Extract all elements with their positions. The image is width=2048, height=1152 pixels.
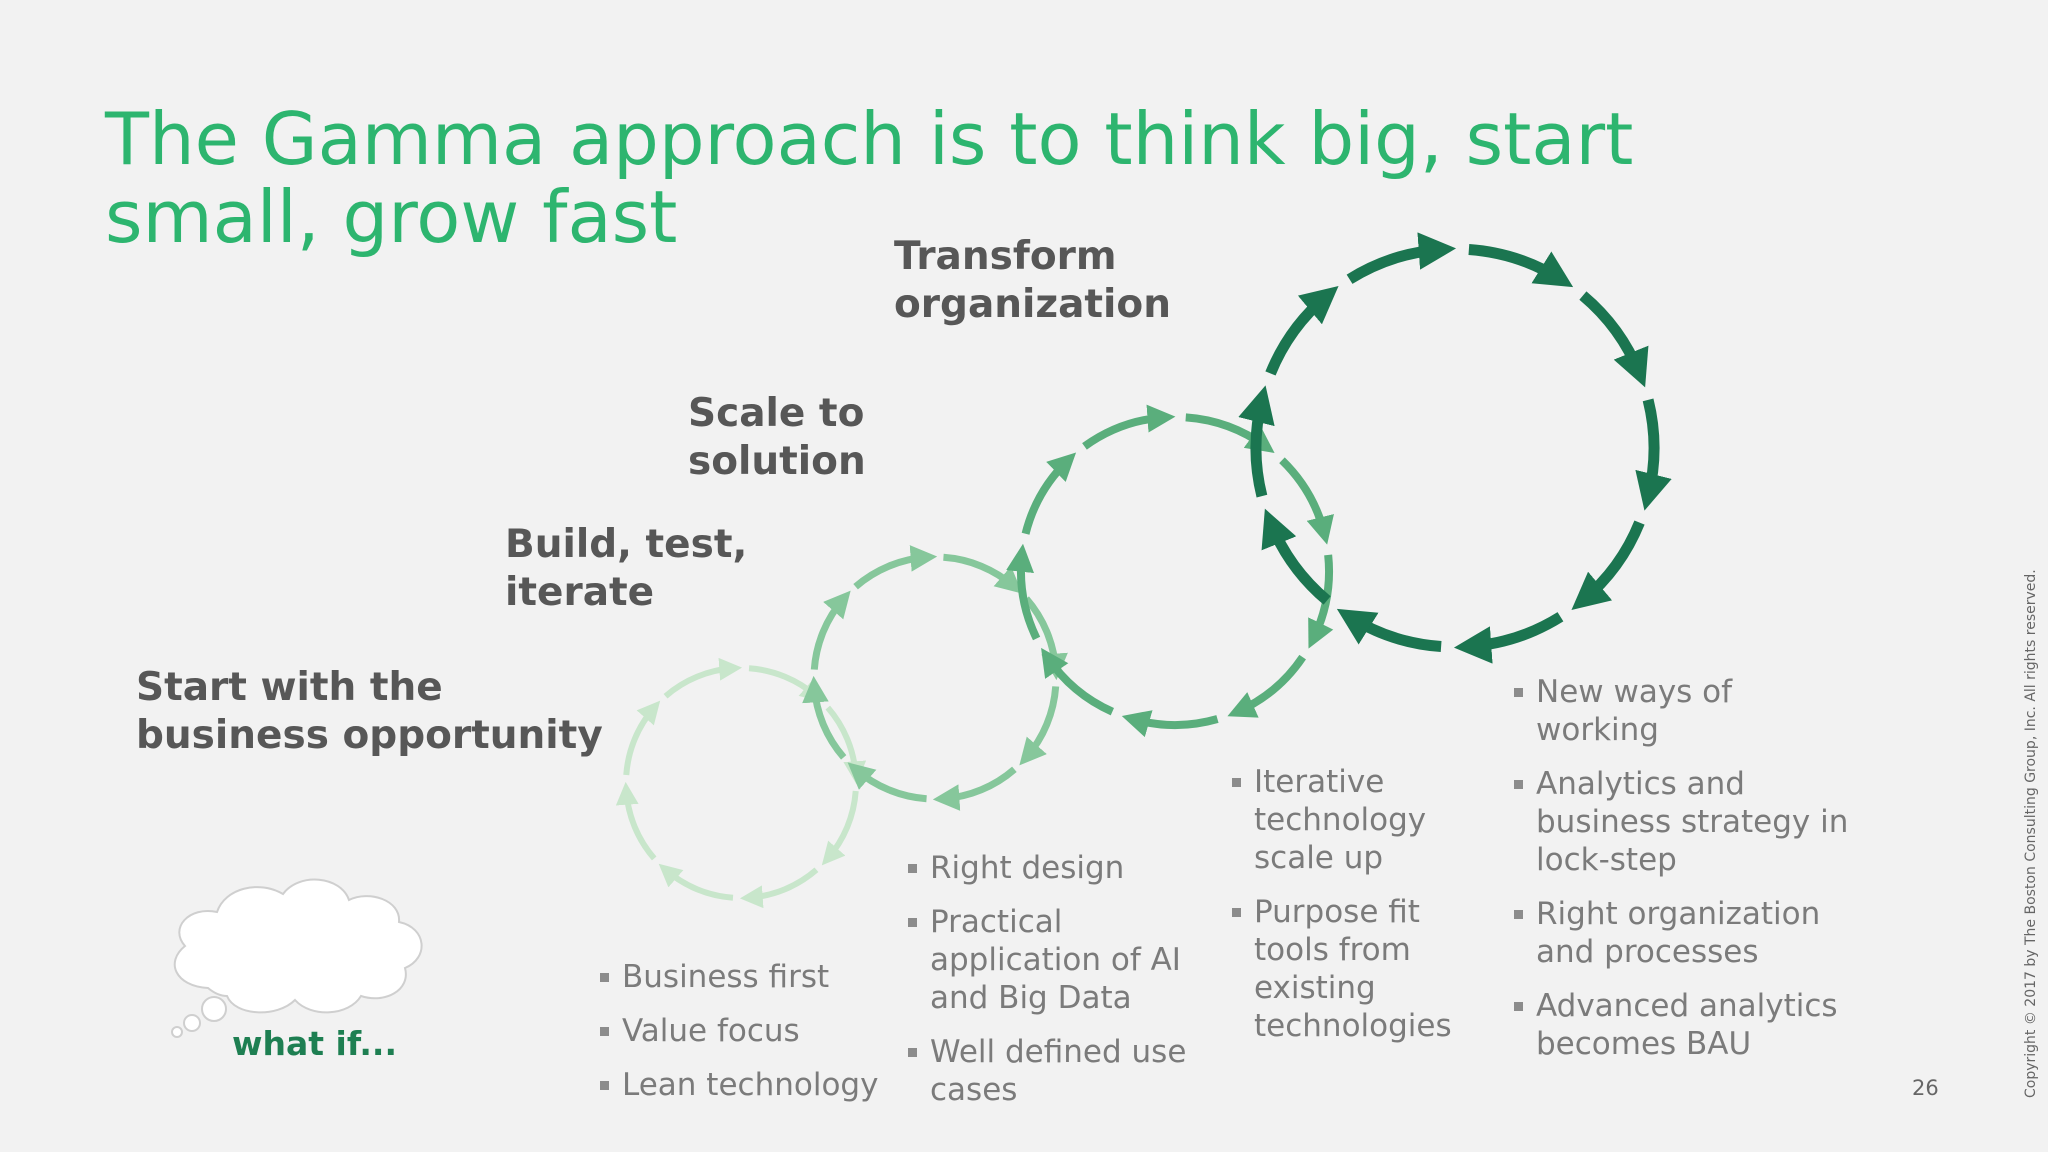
stage-2-cycle-arrow-segment	[943, 553, 1023, 594]
copyright-notice: Copyright © 2017 by The Boston Consultin…	[2023, 569, 2039, 1098]
stage-4-cycle-arrow-segment	[1579, 291, 1649, 388]
slide-title: The Gamma approach is to think big, star…	[105, 97, 1634, 259]
stage-3-bullet: Iterative technology scale up	[1230, 763, 1490, 877]
stage-3-cycle-arrow-segment	[1227, 654, 1306, 718]
stage-4-bullet: Analytics and business strategy in lock-…	[1512, 765, 1852, 879]
stage-2-cycle-arrow-segment	[802, 675, 847, 760]
stage-2-bullet: Practical application of AI and Big Data	[906, 903, 1206, 1017]
what-if-label: what if...	[232, 1024, 397, 1063]
stage-1-cycle-arrow-segment	[615, 781, 657, 861]
stage-4-bullet-list: New ways of working Analytics and busine…	[1512, 673, 1852, 1079]
stage-4-cycle-arrow-segment	[1453, 612, 1564, 664]
stage-1-bullet: Value focus	[598, 1012, 898, 1050]
stage-4-cycle-arrow-segment	[1261, 508, 1331, 605]
stage-2-cycle-arrow-segment	[847, 762, 927, 803]
page-number: 26	[1912, 1076, 1939, 1100]
stage-2-bullet-list: Right design Practical application of AI…	[906, 849, 1206, 1125]
stage-2-cycle-arrow-segment	[810, 590, 851, 670]
stage-label-scale-to-solution: Scale to solution	[688, 391, 866, 484]
stage-1-cycle-arrow-segment	[748, 665, 824, 703]
stage-3-bullet-list: Iterative technology scale up Purpose fi…	[1230, 763, 1490, 1061]
stage-4-cycle-arrow-segment	[1346, 232, 1457, 284]
stage-4-cycle-arrow-segment	[1468, 243, 1574, 288]
stage-1-cycle-arrow-segment	[663, 657, 743, 699]
stage-2-cycle-arrow-segment	[853, 545, 938, 590]
stage-3-bullet: Purpose fit tools from existing technolo…	[1230, 893, 1490, 1045]
stage-4-cycle-arrow-segment	[1238, 385, 1275, 498]
stage-1-bullet-list: Business first Value focus Lean technolo…	[598, 958, 898, 1120]
stage-2-cycle-arrow-segment	[1019, 686, 1060, 766]
stage-label-transform-organization: Transform organization	[894, 234, 1171, 327]
stage-3-cycle-arrow-segment	[1121, 710, 1219, 738]
stage-2-bullet: Right design	[906, 849, 1206, 887]
thought-cloud-icon	[171, 878, 423, 1038]
stage-3-cycle-arrow-segment	[1082, 404, 1176, 450]
stage-4-bullet: New ways of working	[1512, 673, 1852, 749]
stage-1-cycle-arrow-segment	[658, 863, 734, 901]
stage-1-cycle-arrow-segment	[821, 790, 859, 866]
stage-3-cycle-arrow-segment	[1279, 457, 1334, 545]
stage-1-bullet: Business first	[598, 958, 898, 996]
stage-4-cycle-arrow-segment	[1635, 398, 1672, 511]
stage-3-cycle-arrow-segment	[1006, 543, 1041, 641]
stage-2-cycle-arrow-segment	[932, 766, 1017, 811]
stage-4-bullet: Advanced analytics becomes BAU	[1512, 987, 1852, 1063]
stage-4-cycle-arrow-segment	[1336, 608, 1442, 653]
stage-3-cycle-arrow-segment	[1021, 452, 1077, 535]
stage-label-business-opportunity: Start with the business opportunity	[136, 665, 603, 758]
stage-1-cycle-arrow-segment	[623, 700, 661, 776]
stage-2-bullet: Well defined use cases	[906, 1033, 1206, 1109]
stage-4-cycle-arrow-segment	[1265, 285, 1339, 376]
stage-label-build-test-iterate: Build, test, iterate	[505, 522, 748, 615]
stage-4-bullet: Right organization and processes	[1512, 895, 1852, 971]
stage-3-cycle-arrow-segment	[1041, 647, 1115, 716]
stage-1-bullet: Lean technology	[598, 1066, 898, 1104]
stage-1-cycle-arrow-segment	[739, 867, 819, 909]
stage-4-cycle-arrow-segment	[1571, 520, 1645, 611]
